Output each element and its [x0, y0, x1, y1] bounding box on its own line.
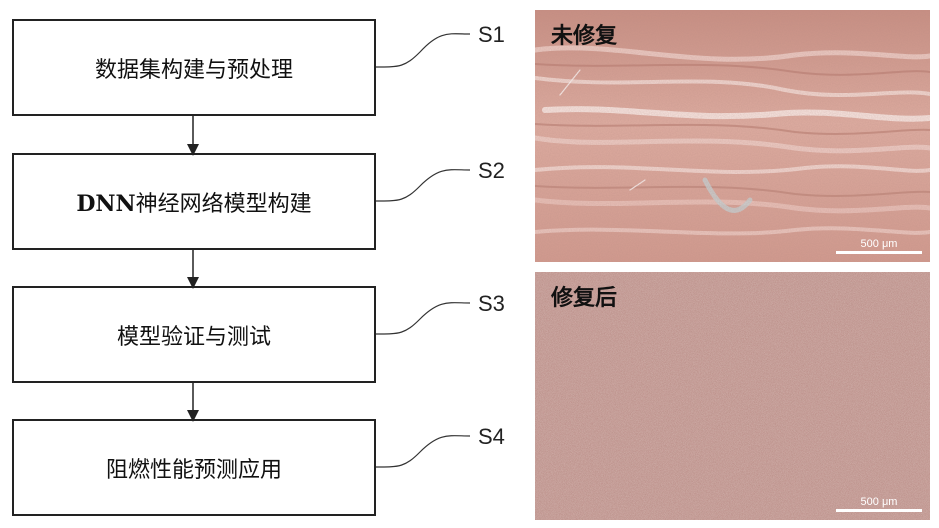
- step-text-s2: DNN神经网络模型构建: [76, 186, 311, 218]
- photo-before-repair: 未修复 500 μm: [535, 10, 930, 262]
- step-box-s2: DNN神经网络模型构建: [12, 153, 376, 250]
- leader-s2: [375, 169, 471, 202]
- step-label-s1: S1: [478, 22, 505, 47]
- scale-bar-label-before: 500 μm: [860, 238, 898, 250]
- step-box-s4: 阻燃性能预测应用: [12, 419, 376, 516]
- step-label-s3: S3: [478, 291, 505, 316]
- scale-bar-before: 500 μm: [836, 238, 922, 254]
- scale-bar-line-before: [836, 251, 922, 254]
- photo-caption-before: 未修复: [551, 24, 618, 49]
- micrograph-before: [535, 10, 930, 262]
- step-text-s2-prefix: DNN: [76, 190, 136, 217]
- step-label-s4: S4: [478, 424, 505, 449]
- photo-caption-after: 修复后: [551, 286, 618, 311]
- step-text-s2-main: 神经网络模型构建: [135, 191, 312, 217]
- photo-after-repair: 修复后 500 μm: [535, 272, 930, 520]
- micrograph-after: [535, 272, 930, 520]
- scale-bar-line-after: [836, 509, 922, 512]
- step-label-s2: S2: [478, 158, 505, 183]
- step-text-s1: 数据集构建与预处理: [94, 57, 293, 83]
- step-box-s3: 模型验证与测试: [12, 286, 376, 383]
- leader-s1: [375, 33, 471, 68]
- scale-bar-after: 500 μm: [836, 496, 922, 512]
- scale-bar-label-after: 500 μm: [860, 496, 898, 508]
- step-box-s1: 数据集构建与预处理: [12, 19, 376, 116]
- step-text-s3: 模型验证与测试: [116, 324, 271, 350]
- leader-s3: [375, 302, 471, 335]
- step-text-s4: 阻燃性能预测应用: [105, 457, 282, 483]
- leader-s4: [375, 435, 471, 468]
